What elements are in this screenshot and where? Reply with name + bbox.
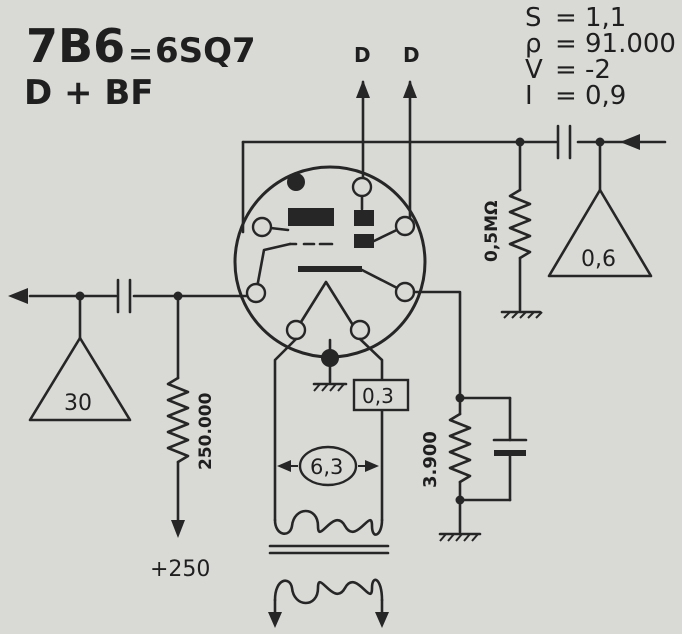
heater-filament	[294, 280, 358, 332]
grid-resistor-label: 0,5MΩ	[482, 201, 502, 262]
spec-s-eq: =	[555, 3, 577, 33]
ground-icon	[500, 310, 543, 319]
spec-i-symbol: I	[525, 81, 533, 111]
tube-envelope	[233, 165, 427, 359]
spec-s-symbol: S	[525, 3, 542, 33]
heater-transformer	[268, 509, 390, 628]
plate-resistor	[166, 294, 190, 538]
diode-output-2	[403, 80, 417, 224]
heater-voltage-label: 6,3	[310, 455, 343, 479]
tube-pin	[349, 319, 371, 341]
function-label: D + BF	[24, 73, 154, 113]
tube-pin	[245, 282, 267, 304]
cathode-resistor	[448, 396, 472, 534]
spec-v-eq: =	[555, 55, 577, 85]
spec-i-eq: =	[555, 81, 577, 111]
tube-pin	[394, 281, 416, 303]
diode-output-1	[356, 80, 370, 182]
output-level-label: 30	[64, 391, 92, 416]
ground-icon	[438, 532, 482, 542]
spec-rho-symbol: ρ	[525, 29, 542, 59]
output-level-triangle	[28, 336, 132, 422]
input-level-label: 0,6	[581, 247, 616, 272]
spec-rho-eq: =	[555, 29, 577, 59]
supply-voltage-label: +250	[150, 557, 210, 582]
spec-v-symbol: V	[525, 55, 543, 85]
diode-plate	[288, 208, 334, 226]
input-level-triangle	[547, 188, 653, 278]
diode-plate-small-2	[354, 234, 374, 248]
triode-plate	[298, 266, 362, 272]
tube-pin	[394, 215, 416, 237]
input-arrow-icon	[620, 134, 640, 150]
specs-table: S = 1,1 ρ = 91.000 V = -2 I = 0,9	[525, 3, 676, 111]
cathode-bias-wire	[412, 290, 512, 502]
tube-key-dot	[287, 173, 305, 191]
equals-sign: =	[128, 37, 153, 72]
input-capacitor	[556, 124, 572, 160]
ground-icon	[312, 362, 348, 392]
heater-current-label: 0,3	[362, 384, 394, 408]
heater-current-box	[352, 378, 410, 412]
spec-rho-value: 91.000	[585, 29, 676, 59]
tube-type-label: 7B6	[26, 19, 125, 73]
cathode-contact	[321, 349, 339, 367]
diode-output-1-label: D	[354, 43, 371, 67]
tube-pin	[351, 176, 373, 198]
plate-resistor-label: 250.000	[196, 392, 216, 470]
grid-resistor	[508, 140, 532, 312]
cathode-resistor-label: 3.900	[420, 431, 441, 488]
spec-i-value: 0,9	[585, 81, 626, 111]
heater-voltage-indicator	[277, 445, 379, 487]
diode-plate-small-1	[354, 210, 374, 226]
plate-output-wire	[8, 288, 249, 304]
output-capacitor	[116, 278, 132, 314]
bypass-capacitor	[492, 438, 528, 456]
spec-v-value: -2	[585, 55, 611, 85]
tube-pin	[251, 216, 273, 238]
equivalent-tube-label: 6SQ7	[155, 31, 256, 71]
diode-output-2-label: D	[403, 43, 420, 67]
heater-wiring	[273, 337, 384, 522]
tube-pin	[285, 319, 307, 341]
spec-s-value: 1,1	[585, 3, 626, 33]
